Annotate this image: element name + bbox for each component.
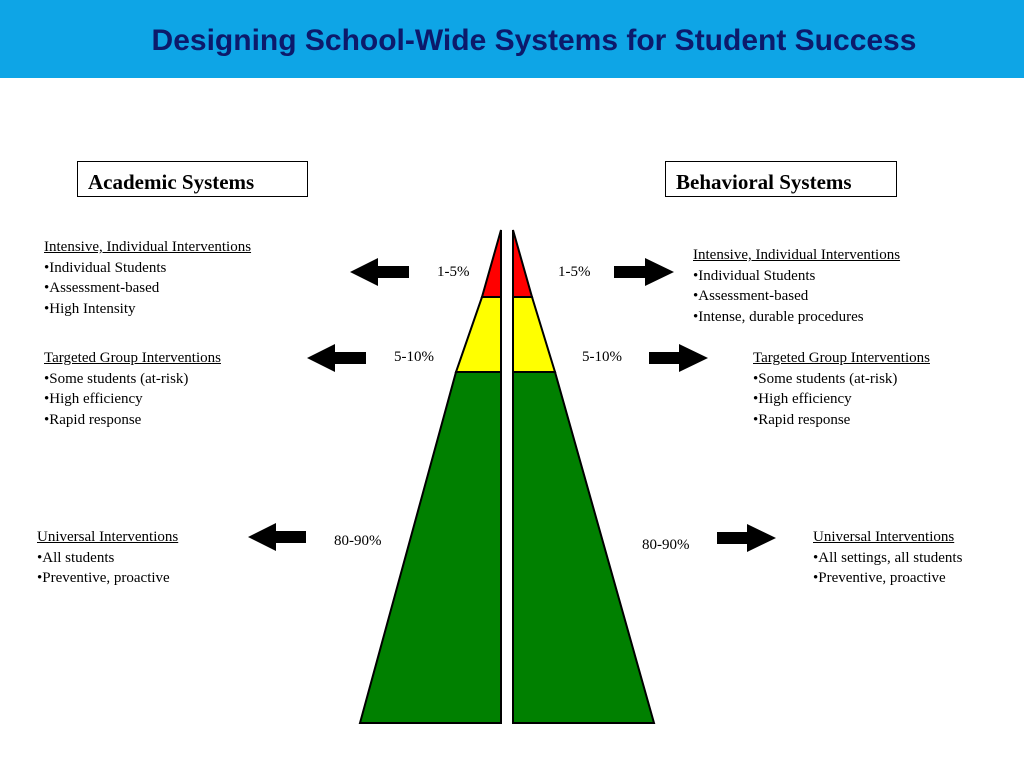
list-item: •Individual Students	[44, 259, 167, 276]
list-item: •Some students (at-risk)	[44, 370, 189, 387]
academic-systems-heading-text: Academic Systems	[88, 170, 255, 194]
academic-systems-heading: Academic Systems	[77, 161, 308, 197]
behavioral-percent-universal: 80-90%	[642, 537, 690, 553]
academic-percent-universal: 80-90%	[334, 533, 382, 549]
list-item: •Individual Students	[693, 267, 816, 284]
list-item: •Rapid response	[44, 411, 142, 428]
behavioral-intensive-heading: Intensive, Individual Interventions	[693, 247, 901, 263]
arrow-right-universal-icon	[717, 524, 776, 552]
arrow-right-targeted-icon	[649, 344, 708, 372]
list-item: •Some students (at-risk)	[753, 370, 898, 387]
list-item: •High efficiency	[44, 391, 143, 407]
list-item: •Rapid response	[753, 411, 851, 428]
list-item: •All students	[37, 549, 115, 566]
list-item: •High efficiency	[753, 391, 852, 407]
behavioral-tier-universal	[512, 371, 656, 724]
behavioral-universal-block: Universal Interventions •All settings, a…	[813, 527, 962, 589]
academic-universal-block: Universal Interventions •All students •P…	[37, 527, 178, 589]
list-item: •All settings, all students	[813, 549, 963, 566]
behavioral-targeted-heading: Targeted Group Interventions	[753, 350, 930, 366]
academic-targeted-block: Targeted Group Interventions •Some stude…	[44, 348, 221, 430]
arrow-left-intensive-icon	[350, 258, 409, 286]
arrow-left-universal-icon	[248, 523, 306, 551]
list-item: •Preventive, proactive	[813, 570, 946, 586]
behavioral-percent-intensive: 1-5%	[558, 264, 591, 280]
academic-targeted-heading: Targeted Group Interventions	[44, 350, 221, 366]
list-item: •Assessment-based	[44, 280, 160, 296]
list-item: •Intense, durable procedures	[693, 308, 864, 325]
behavioral-systems-heading: Behavioral Systems	[665, 161, 897, 197]
behavioral-percent-targeted: 5-10%	[582, 349, 622, 365]
behavioral-targeted-block: Targeted Group Interventions •Some stude…	[753, 348, 930, 430]
academic-percent-intensive: 1-5%	[437, 264, 470, 280]
behavioral-systems-heading-text: Behavioral Systems	[676, 170, 852, 194]
academic-intensive-block: Intensive, Individual Interventions •Ind…	[44, 237, 251, 319]
behavioral-universal-heading: Universal Interventions	[813, 529, 955, 545]
academic-universal-heading: Universal Interventions	[37, 529, 179, 545]
list-item: •High Intensity	[44, 300, 136, 317]
academic-tier-intensive	[480, 229, 502, 298]
arrow-left-targeted-icon	[307, 344, 366, 372]
arrow-right-intensive-icon	[614, 258, 674, 286]
title-bar	[0, 0, 1024, 78]
behavioral-tier-targeted	[512, 296, 557, 373]
list-item: •Assessment-based	[693, 288, 809, 304]
behavioral-tier-intensive	[512, 229, 534, 298]
behavioral-intensive-block: Intensive, Individual Interventions •Ind…	[693, 245, 900, 327]
academic-percent-targeted: 5-10%	[394, 349, 434, 365]
academic-tier-targeted	[454, 296, 502, 373]
slide-title: Designing School-Wide Systems for Studen…	[151, 24, 917, 57]
list-item: •Preventive, proactive	[37, 570, 170, 586]
academic-intensive-heading: Intensive, Individual Interventions	[44, 239, 252, 255]
